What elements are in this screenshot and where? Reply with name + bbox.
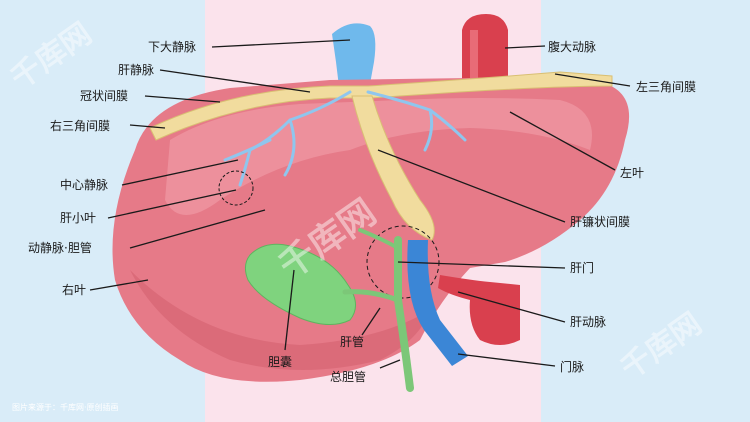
label-hepatic-duct: 肝管 — [340, 334, 364, 349]
label-arteriovenous-bile-duct: 动静脉·胆管 — [28, 240, 92, 255]
label-portal-vein: 门脉 — [560, 359, 584, 374]
label-aorta: 腹大动脉 — [548, 39, 596, 54]
label-left-triangular-ligament: 左三角间膜 — [636, 79, 696, 94]
falciform-ligament — [351, 95, 435, 241]
leader-lines — [89, 39, 631, 369]
label-gallbladder: 胆囊 — [268, 354, 292, 369]
credit-text: 图片来源于：千库网·原创插画 — [12, 402, 119, 412]
label-ivc: 下大静脉 — [148, 39, 196, 54]
label-common-bile-duct: 总胆管 — [330, 369, 366, 384]
label-coronary-ligament: 冠状间膜 — [80, 89, 128, 103]
label-left-lobe: 左叶 — [620, 165, 644, 180]
portal-vein — [407, 240, 468, 366]
label-central-vein: 中心静脉 — [60, 177, 108, 192]
label-hepatic-vein: 肝静脉 — [118, 62, 154, 77]
label-hepatic-artery: 肝动脉 — [570, 314, 606, 329]
liver-lower-shade — [130, 270, 430, 370]
inferior-vena-cava — [332, 23, 376, 96]
label-right-lobe: 右叶 — [62, 282, 86, 297]
hepatic-lobule-marker — [218, 170, 254, 206]
liver-highlight — [165, 98, 592, 215]
label-right-triangular-ligament: 右三角间膜 — [50, 118, 110, 133]
label-hepatic-lobule: 肝小叶 — [60, 211, 96, 225]
bile-ducts — [342, 228, 414, 392]
gallbladder — [244, 243, 356, 325]
coronary-ligament — [149, 71, 613, 141]
porta-hepatis-marker — [366, 225, 440, 299]
hepatic-veins — [223, 90, 467, 187]
label-falciform-ligament: 肝镰状间膜 — [570, 214, 630, 229]
label-porta-hepatis: 肝门 — [570, 260, 594, 275]
